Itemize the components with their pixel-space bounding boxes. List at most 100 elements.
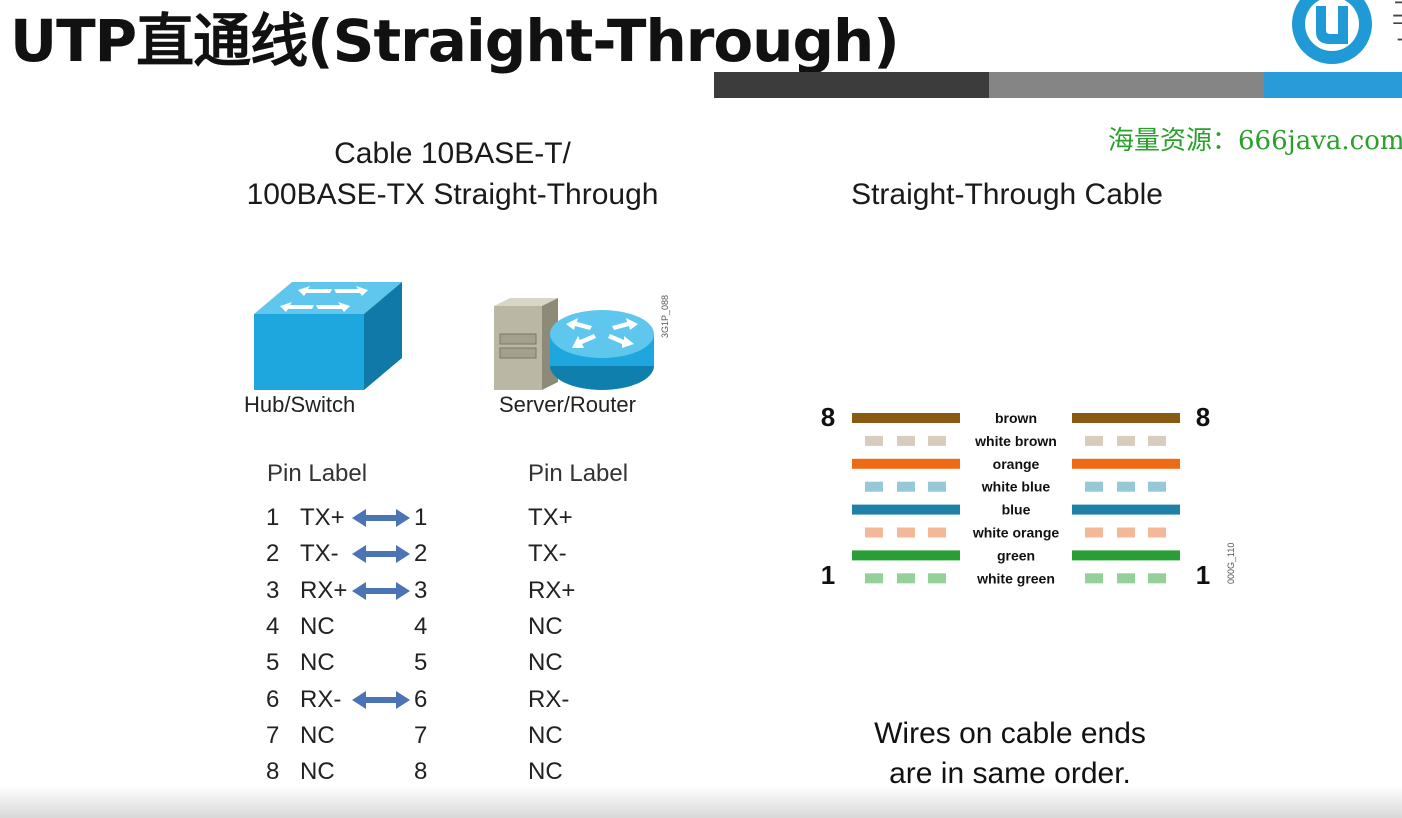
pin-number-right: 3 [414, 576, 428, 604]
pin-row: 6 RX- 6 RX- [0, 686, 700, 716]
pin-number-left: 5 [266, 649, 280, 677]
wire-color-label: white brown [974, 433, 1057, 449]
pin-label-right: NC [528, 612, 563, 640]
pin-number-left: 4 [266, 612, 280, 640]
pin-row: 5 NC 5 NC [0, 649, 700, 679]
pin-label-left: NC [300, 649, 335, 677]
right-wire-segment [1117, 573, 1135, 584]
bottom-shade [0, 786, 1402, 818]
double-arrow-icon [352, 545, 410, 564]
wire-color-label: white green [976, 570, 1055, 586]
pin-number-bottom-left: 1 [821, 560, 835, 590]
pin-number-right: 5 [414, 649, 428, 677]
left-wire-segment [865, 573, 883, 584]
pin-number-right: 2 [414, 540, 428, 568]
wire-color-label: white orange [972, 525, 1060, 541]
pin-label-left: NC [300, 721, 335, 749]
wire-note-line1: Wires on cable ends [874, 717, 1146, 750]
wire-color-label: white blue [981, 479, 1051, 495]
left-heading: Cable 10BASE-T/ 100BASE-TX Straight-Thro… [180, 133, 725, 215]
page-title: UTP直通线(Straight-Through) [10, 7, 900, 75]
watermark-text: 海量资源：666java.com [1108, 126, 1402, 156]
left-wire-segment [928, 435, 946, 446]
brand-logo-icon [1292, 0, 1372, 64]
double-arrow-icon [352, 509, 410, 527]
right-wire-segment [1085, 527, 1103, 538]
pin-number-right: 6 [414, 685, 428, 713]
left-heading-line2: 100BASE-TX Straight-Through [246, 178, 659, 211]
pin-label-right: NC [528, 721, 563, 749]
wire-white-blue: white blue [865, 479, 1166, 495]
right-wire-segment [1117, 481, 1135, 492]
right-wire-bar [1072, 458, 1180, 469]
right-heading: Straight-Through Cable [851, 178, 1163, 211]
left-wire-segment [928, 573, 946, 584]
pin-label-left: TX+ [300, 504, 345, 531]
pin-label-left: NC [300, 612, 335, 640]
right-wire-segment [1117, 435, 1135, 446]
server-router-icon [494, 298, 654, 390]
pin-label-right: TX+ [528, 504, 573, 531]
right-wire-segment [1117, 527, 1135, 538]
wire-white-green: white green [865, 570, 1166, 586]
pin-number-left: 2 [266, 540, 280, 568]
pin-number-top-right: 8 [1196, 402, 1210, 432]
right-wire-segment [1148, 527, 1166, 538]
double-arrow-icon [352, 581, 410, 600]
right-wire-bar [1072, 504, 1180, 515]
right-wire-segment [1085, 435, 1103, 446]
wire-note-line2: are in same order. [889, 757, 1131, 790]
right-wire-segment [1148, 573, 1166, 584]
right-wire-bar [1072, 550, 1180, 561]
pin-label-right: TX- [528, 540, 567, 568]
wire-green: green [852, 547, 1180, 563]
wire-brown: brown [852, 410, 1180, 426]
pin-number-left: 6 [266, 685, 280, 713]
wire-white-brown: white brown [865, 433, 1166, 449]
left-wire-segment [865, 435, 883, 446]
hub-switch-label: Hub/Switch [244, 392, 356, 417]
pin-label-right: RX- [528, 685, 570, 713]
pin-label-header-right: Pin Label [528, 460, 629, 487]
pin-label-left: RX- [300, 685, 342, 713]
device-figure-code: 3G1P_088 [660, 294, 670, 338]
pin-label-right: NC [528, 649, 563, 677]
left-wire-segment [897, 481, 915, 492]
right-wire-segment [1085, 481, 1103, 492]
logo-edge-text: 二丁 [1392, 0, 1402, 44]
header-bar [714, 72, 1402, 98]
wire-color-label: brown [995, 410, 1037, 426]
left-wire-segment [928, 481, 946, 492]
wire-color-label: blue [1002, 502, 1031, 518]
pin-number-left: 1 [266, 504, 280, 531]
wire-color-label: orange [993, 456, 1040, 472]
pin-number-left: 8 [266, 758, 280, 786]
pin-number-left: 3 [266, 576, 280, 604]
right-wire-segment [1148, 435, 1166, 446]
left-wire-segment [897, 527, 915, 538]
left-wire-segment [928, 527, 946, 538]
left-wire-bar [852, 504, 960, 515]
left-wire-bar [852, 458, 960, 469]
wire-white-orange: white orange [865, 525, 1166, 541]
pin-label-left: NC [300, 758, 335, 786]
pin-label-left: RX+ [300, 576, 348, 604]
pin-number-left: 7 [266, 721, 280, 749]
straight-through-wire-diagram: brown white brown orange white blue blue whit… [821, 402, 1236, 590]
right-wire-segment [1085, 573, 1103, 584]
left-wire-bar [852, 413, 960, 423]
switch-icon [254, 282, 402, 390]
pin-number-right: 8 [414, 758, 428, 786]
left-wire-segment [897, 573, 915, 584]
right-wire-bar [1072, 413, 1180, 423]
left-wire-bar [852, 550, 960, 561]
left-wire-segment [865, 527, 883, 538]
wire-figure-code: 000G_110 [1226, 543, 1236, 584]
left-wire-segment [897, 435, 915, 446]
